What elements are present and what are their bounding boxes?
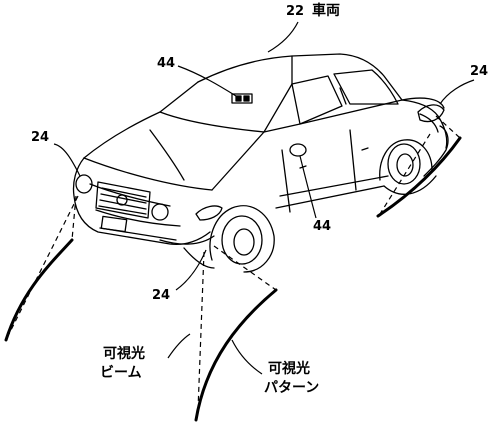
vehicle-ref-number: 22 [286,4,305,19]
beam-left-a [71,195,77,241]
lamp-ref-front-left: 24 [31,130,50,145]
rear-wheel [379,139,433,185]
leader-beam [167,333,191,359]
visible-beam-label-line2: ビーム [100,365,142,381]
visible-pattern-front [194,288,278,422]
beam-rear-b [379,133,431,215]
camera-ref-top: 44 [157,56,176,71]
vehicle-label: 車両 [312,3,340,19]
camera-ref-side: 44 [313,219,332,234]
leader-lamp-bottom [175,249,207,291]
visible-beam-label-line1: 可視光 [103,346,145,362]
roof-camera [231,93,253,104]
beam-rear-a [435,115,461,139]
leader-lamp-rear [439,79,475,105]
beam-left-b [7,195,79,337]
visible-pattern-left [4,238,74,342]
visible-pattern-label-line2: パターン [264,380,320,396]
lamp-ref-rear: 24 [470,64,489,79]
beam-front-a [197,251,205,411]
beam-front-b [213,245,277,291]
leader-pattern [231,339,263,375]
car-body [72,53,449,246]
leader-camera-top [177,65,237,97]
front-wheel [209,205,275,273]
leader-lamp-left [53,143,81,177]
visible-pattern-rear [376,136,462,218]
visible-pattern-label-line1: 可視光 [268,361,310,377]
lamp-ref-front-bottom: 24 [152,288,171,303]
leader-camera-side [299,155,317,219]
leader-vehicle [267,21,299,53]
